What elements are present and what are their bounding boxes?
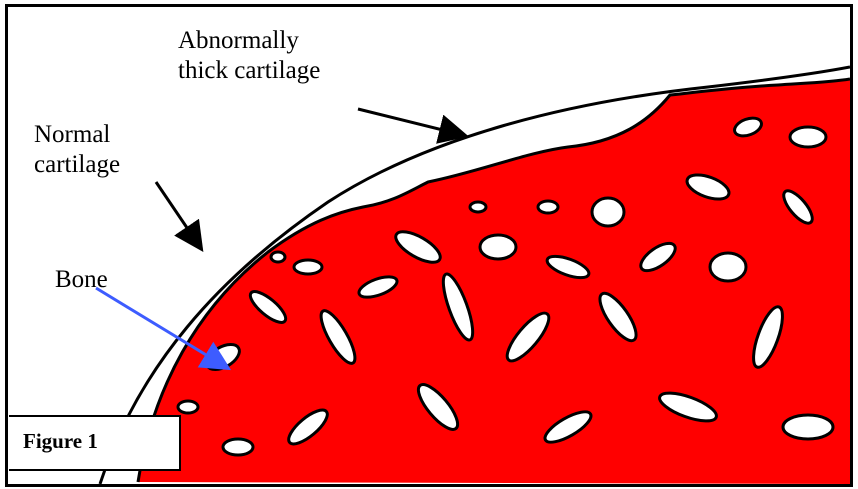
bone-label: Bone (55, 265, 108, 295)
normal-cartilage-arrow (156, 182, 200, 247)
bone-cartilage-diagram (8, 7, 850, 484)
figure-caption-box: Figure 1 (9, 415, 181, 471)
thick-cartilage-arrow (358, 109, 463, 135)
figure-frame: Abnormally thick cartilage Normal cartil… (5, 4, 853, 487)
thick-cartilage-label: Abnormally thick cartilage (178, 26, 320, 86)
bone-tissue (8, 7, 850, 484)
normal-cartilage-label: Normal cartilage (34, 120, 120, 180)
figure-label: Figure 1 (23, 429, 98, 454)
